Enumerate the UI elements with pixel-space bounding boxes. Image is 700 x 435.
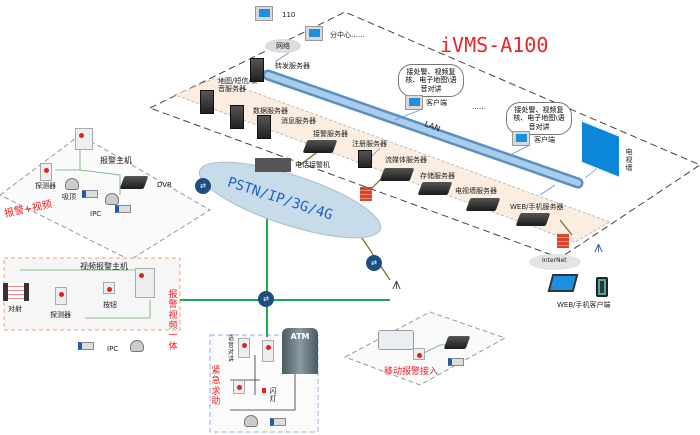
message-server-icon xyxy=(257,115,271,139)
web-client-label: WEB/手机客户端 xyxy=(557,301,611,309)
server-label: 存储服务器 xyxy=(420,172,455,180)
router-icon: ⇄ xyxy=(195,178,211,194)
phone-receiver-icon xyxy=(255,158,291,172)
detector-icon xyxy=(55,287,67,305)
intercom-label: 语音对讲 xyxy=(227,335,234,363)
button-icon xyxy=(413,348,425,360)
server-label: 地图/短信/录音服务器 xyxy=(218,77,258,93)
button-icon xyxy=(103,282,115,294)
branch-label: 分中心…… xyxy=(330,31,365,39)
tower-icon: ⩚ xyxy=(392,274,402,293)
ipc-label: IPC xyxy=(90,210,102,218)
router-icon: ⇄ xyxy=(258,291,274,307)
mobile-tag: 移动报警接入 xyxy=(384,367,439,377)
dvr-icon xyxy=(119,176,149,189)
server-label: 电视墙服务器 xyxy=(455,187,497,195)
client-label: 客户端 xyxy=(426,99,447,107)
button-label: 按钮 xyxy=(103,301,117,309)
ipc-icon xyxy=(78,342,94,350)
ceiling-label: 吸顶 xyxy=(62,193,76,201)
dome-camera-icon xyxy=(105,193,119,205)
network-cloud xyxy=(265,39,301,53)
alarm-host-label: 报警主机 xyxy=(100,156,132,165)
lan-links xyxy=(274,44,611,196)
branch-pc-icon xyxy=(305,26,323,41)
client-pc-icon xyxy=(405,95,423,110)
dome-camera-icon xyxy=(244,415,258,427)
atm-label: ATM xyxy=(290,332,310,341)
storage-server-icon xyxy=(417,182,453,195)
alarm-server-icon xyxy=(302,140,338,153)
tvwall-server-icon xyxy=(465,198,501,211)
server-label: 数据服务器 xyxy=(253,107,288,115)
alarm-panel-icon xyxy=(262,340,274,362)
phone-receiver-label: 电话接警机 xyxy=(295,161,330,169)
detector-icon xyxy=(40,163,52,181)
flash-label: 闪灯 xyxy=(269,387,277,404)
client-callout: 接处警、视频复核、电子地图\语音对讲 xyxy=(506,102,572,136)
network-label: 网络 xyxy=(276,42,290,50)
green-links xyxy=(180,210,390,337)
internet-cloud xyxy=(529,254,581,270)
streaming-server-icon xyxy=(379,168,415,181)
dome-camera-icon xyxy=(130,340,144,352)
data-server-icon xyxy=(230,105,244,129)
forward-server-label: 转发服务器 xyxy=(275,62,310,70)
server-label: 流媒体服务器 xyxy=(385,156,427,164)
ipc-icon xyxy=(448,358,464,366)
dvr-label: DVR xyxy=(157,181,172,189)
pc-110-label: 110 xyxy=(282,11,296,19)
integrated-host-icon xyxy=(135,268,155,298)
client-callout: 接处警、视频复核、电子地图\语音对讲 xyxy=(398,64,464,98)
tower-icon: ⩚ xyxy=(594,237,604,256)
register-server-icon xyxy=(358,150,372,168)
forward-server-icon xyxy=(250,58,264,82)
police-van-icon xyxy=(378,330,414,350)
mobile-zone xyxy=(343,311,507,386)
client-label: 客户端 xyxy=(534,136,555,144)
firewall-icon xyxy=(360,187,372,201)
laptop-icon xyxy=(547,274,579,292)
web-server-icon xyxy=(515,213,551,226)
ipc-icon xyxy=(270,418,286,426)
flash-light-icon xyxy=(262,388,266,393)
pc-110-icon xyxy=(255,6,273,21)
beam-label: 对射 xyxy=(8,305,22,313)
server-label: 注册服务器 xyxy=(352,140,387,148)
map-server-icon xyxy=(200,90,214,114)
integrated-tag: 报警视频一体 xyxy=(168,290,178,352)
phone-icon xyxy=(596,277,608,297)
ceiling-detector-icon xyxy=(65,178,79,190)
atm-icon: ATM xyxy=(282,328,318,374)
internet-label: InterNet xyxy=(542,257,567,264)
client-pc-icon xyxy=(512,131,530,146)
emergency-tag: 紧急求助 xyxy=(211,366,221,408)
server-label: 消息服务器 xyxy=(281,117,316,125)
ipc-icon xyxy=(82,190,98,198)
ipc-label: IPC xyxy=(107,345,119,353)
detector-label: 探测器 xyxy=(35,182,56,190)
intercom-icon xyxy=(238,338,250,358)
server-label: WEB/手机服务器 xyxy=(510,203,564,211)
firewall-icon xyxy=(557,234,569,248)
wan-cloud xyxy=(198,161,382,239)
system-title: iVMS-A100 xyxy=(440,33,549,57)
server-label: 接警服务器 xyxy=(313,130,348,138)
emergency-button-icon xyxy=(233,380,245,394)
router-icon: ⇄ xyxy=(366,255,382,271)
tv-wall-label: 电视墙 xyxy=(625,148,633,173)
ipc-icon xyxy=(115,205,131,213)
alarm-host-icon xyxy=(75,128,93,150)
detector-label: 探测器 xyxy=(50,311,71,319)
dots-label: …… xyxy=(472,103,486,111)
integrated-host-label: 视频报警主机 xyxy=(80,262,128,271)
beam-detector-icon xyxy=(3,283,29,301)
mobile-dvr-icon xyxy=(443,336,471,349)
